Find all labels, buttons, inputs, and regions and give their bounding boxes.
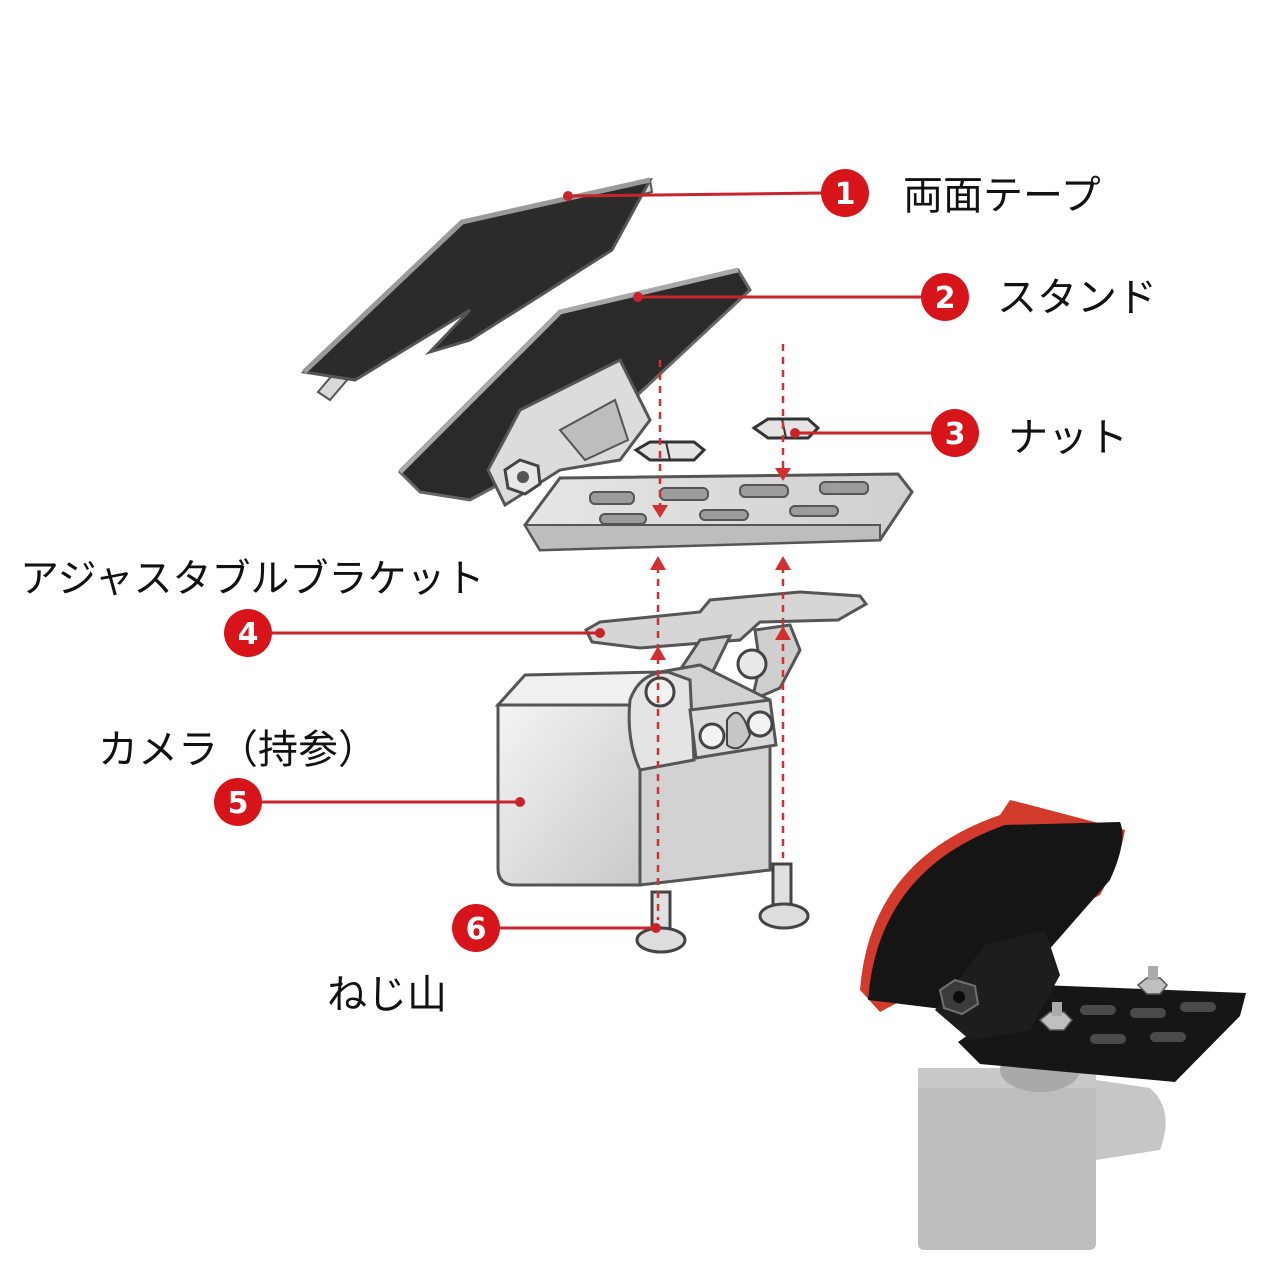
stand-part: [397, 267, 914, 552]
assembly-arrowheads: [650, 468, 791, 660]
assembled-product-photo: [860, 800, 1246, 1250]
callout-badge-4: 4: [224, 609, 272, 657]
callout-badge-1: 1: [821, 169, 869, 217]
svg-text:2: 2: [935, 281, 956, 316]
camera-part: [494, 663, 778, 887]
callout-badge-3: 3: [931, 409, 979, 457]
svg-text:3: 3: [945, 417, 966, 452]
nut-part: [633, 417, 821, 462]
callout-leaders: [262, 191, 932, 930]
part-label-double-sided-tape: 両面テープ: [903, 173, 1101, 219]
svg-text:1: 1: [835, 177, 856, 212]
callout-badge-2: 2: [921, 273, 969, 321]
double-sided-tape-part: [300, 177, 654, 402]
part-label-nut: ナット: [1008, 415, 1128, 461]
svg-text:6: 6: [466, 912, 487, 947]
part-label-adjustable-bracket: アジャスタブルブラケット: [20, 557, 485, 602]
part-label-camera: カメラ（持参）: [98, 727, 378, 773]
callout-badge-5: 5: [214, 778, 262, 826]
screw-part: [635, 862, 810, 954]
assembly-guide-lines: [656, 344, 785, 920]
callout-badge-6: 6: [452, 904, 500, 952]
svg-text:4: 4: [238, 617, 259, 652]
part-label-screw: ねじ山: [327, 972, 447, 1018]
svg-text:5: 5: [228, 786, 249, 821]
callout-dots: [515, 191, 800, 933]
part-label-stand: スタンド: [997, 275, 1157, 321]
